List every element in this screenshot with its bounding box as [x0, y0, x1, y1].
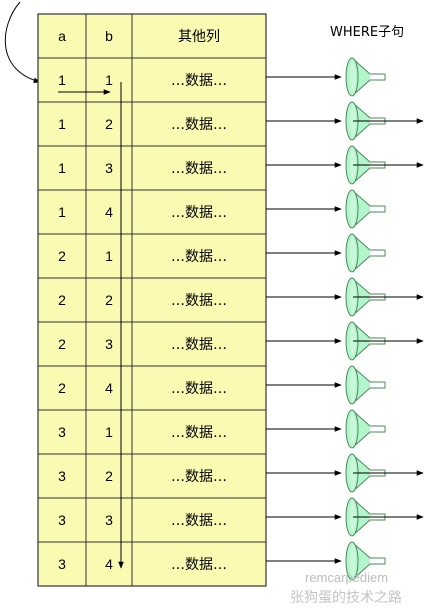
cell-other-data: …数据…	[171, 73, 227, 89]
where-filter	[266, 101, 424, 141]
header-other-columns: 其他列	[178, 29, 220, 45]
table-cell	[37, 145, 87, 191]
cell-a: 1	[58, 204, 66, 220]
cell-b: 3	[105, 336, 113, 352]
cell-b: 4	[105, 204, 113, 220]
cell-other-data: …数据…	[171, 381, 227, 397]
table-cell	[131, 277, 267, 323]
where-filter	[266, 189, 386, 229]
cell-b: 1	[105, 248, 113, 264]
cell-a: 3	[58, 512, 66, 528]
cell-a: 1	[58, 160, 66, 176]
where-filter	[266, 541, 386, 581]
where-filter	[266, 365, 386, 405]
watermark-handle: remcarpediem	[305, 570, 388, 585]
header-cell	[37, 13, 87, 59]
table-cell	[85, 321, 133, 367]
funnel-spout	[370, 425, 386, 433]
cell-a: 1	[58, 72, 66, 88]
funnel-highlight	[350, 193, 356, 225]
index-table: a b 其他列 1 1 …数据… 1 2 …数据… 1 3 …数据… 1 4 …数据… 2 1 …数据… 2 2 …数据…	[37, 13, 267, 587]
where-filter	[266, 409, 386, 449]
cell-b: 1	[105, 72, 113, 88]
table-cell	[131, 57, 267, 103]
table-cell	[85, 233, 133, 279]
table-cell	[37, 277, 87, 323]
cell-b: 2	[105, 468, 113, 484]
funnel-spout	[370, 249, 386, 257]
cell-a: 1	[58, 116, 66, 132]
table-cell	[37, 409, 87, 455]
cell-other-data: …数据…	[171, 557, 227, 573]
table-cell	[131, 497, 267, 543]
cell-other-data: …数据…	[171, 425, 227, 441]
cell-other-data: …数据…	[171, 513, 227, 529]
cell-a: 3	[58, 424, 66, 440]
cell-a: 3	[58, 468, 66, 484]
table-cell	[131, 233, 267, 279]
funnel-spout	[370, 381, 386, 389]
cell-other-data: …数据…	[171, 117, 227, 133]
table-cell	[85, 409, 133, 455]
cell-other-data: …数据…	[171, 293, 227, 309]
where-filter	[266, 277, 424, 317]
funnel-spout	[370, 205, 386, 213]
cell-other-data: …数据…	[171, 337, 227, 353]
cell-b: 4	[105, 380, 113, 396]
table-cell	[85, 101, 133, 147]
table-cell	[131, 541, 267, 587]
cell-a: 2	[58, 336, 66, 352]
where-filters	[266, 57, 424, 581]
funnel-highlight	[350, 369, 356, 401]
where-filter	[266, 453, 424, 493]
watermark-blog: 张狗蛋的技术之路	[290, 590, 402, 606]
cell-b: 3	[105, 512, 113, 528]
cell-b: 3	[105, 160, 113, 176]
cell-b: 1	[105, 424, 113, 440]
cell-other-data: …数据…	[171, 249, 227, 265]
cell-b: 2	[105, 116, 113, 132]
header-a: a	[58, 28, 66, 44]
where-filter	[266, 57, 386, 97]
table-cell	[131, 365, 267, 411]
table-cell	[131, 145, 267, 191]
funnel-highlight	[350, 61, 356, 93]
scan-path	[58, 82, 124, 569]
entry-arrow	[4, 1, 41, 84]
cell-a: 2	[58, 292, 66, 308]
table-cell	[37, 321, 87, 367]
cell-other-data: …数据…	[171, 161, 227, 177]
table-border	[37, 13, 267, 587]
where-clause-label: WHERE子句	[330, 25, 404, 40]
where-filter	[266, 145, 424, 185]
cell-other-data: …数据…	[171, 469, 227, 485]
where-filter	[266, 497, 424, 537]
cell-a: 2	[58, 380, 66, 396]
funnel-highlight	[350, 237, 356, 269]
funnel-spout	[370, 73, 386, 81]
cell-a: 2	[58, 248, 66, 264]
table-cell	[85, 189, 133, 235]
cell-b: 4	[105, 556, 113, 572]
funnel-highlight	[350, 413, 356, 445]
table-cell	[37, 453, 87, 499]
funnel-spout	[370, 557, 386, 565]
header-b: b	[105, 28, 113, 44]
table-cell	[37, 541, 87, 587]
cell-b: 2	[105, 292, 113, 308]
header-cell	[85, 13, 133, 59]
where-filter	[266, 321, 424, 361]
where-filter	[266, 233, 386, 273]
cell-other-data: …数据…	[171, 205, 227, 221]
funnel-highlight	[350, 545, 356, 577]
cell-a: 3	[58, 556, 66, 572]
table-cell	[85, 277, 133, 323]
